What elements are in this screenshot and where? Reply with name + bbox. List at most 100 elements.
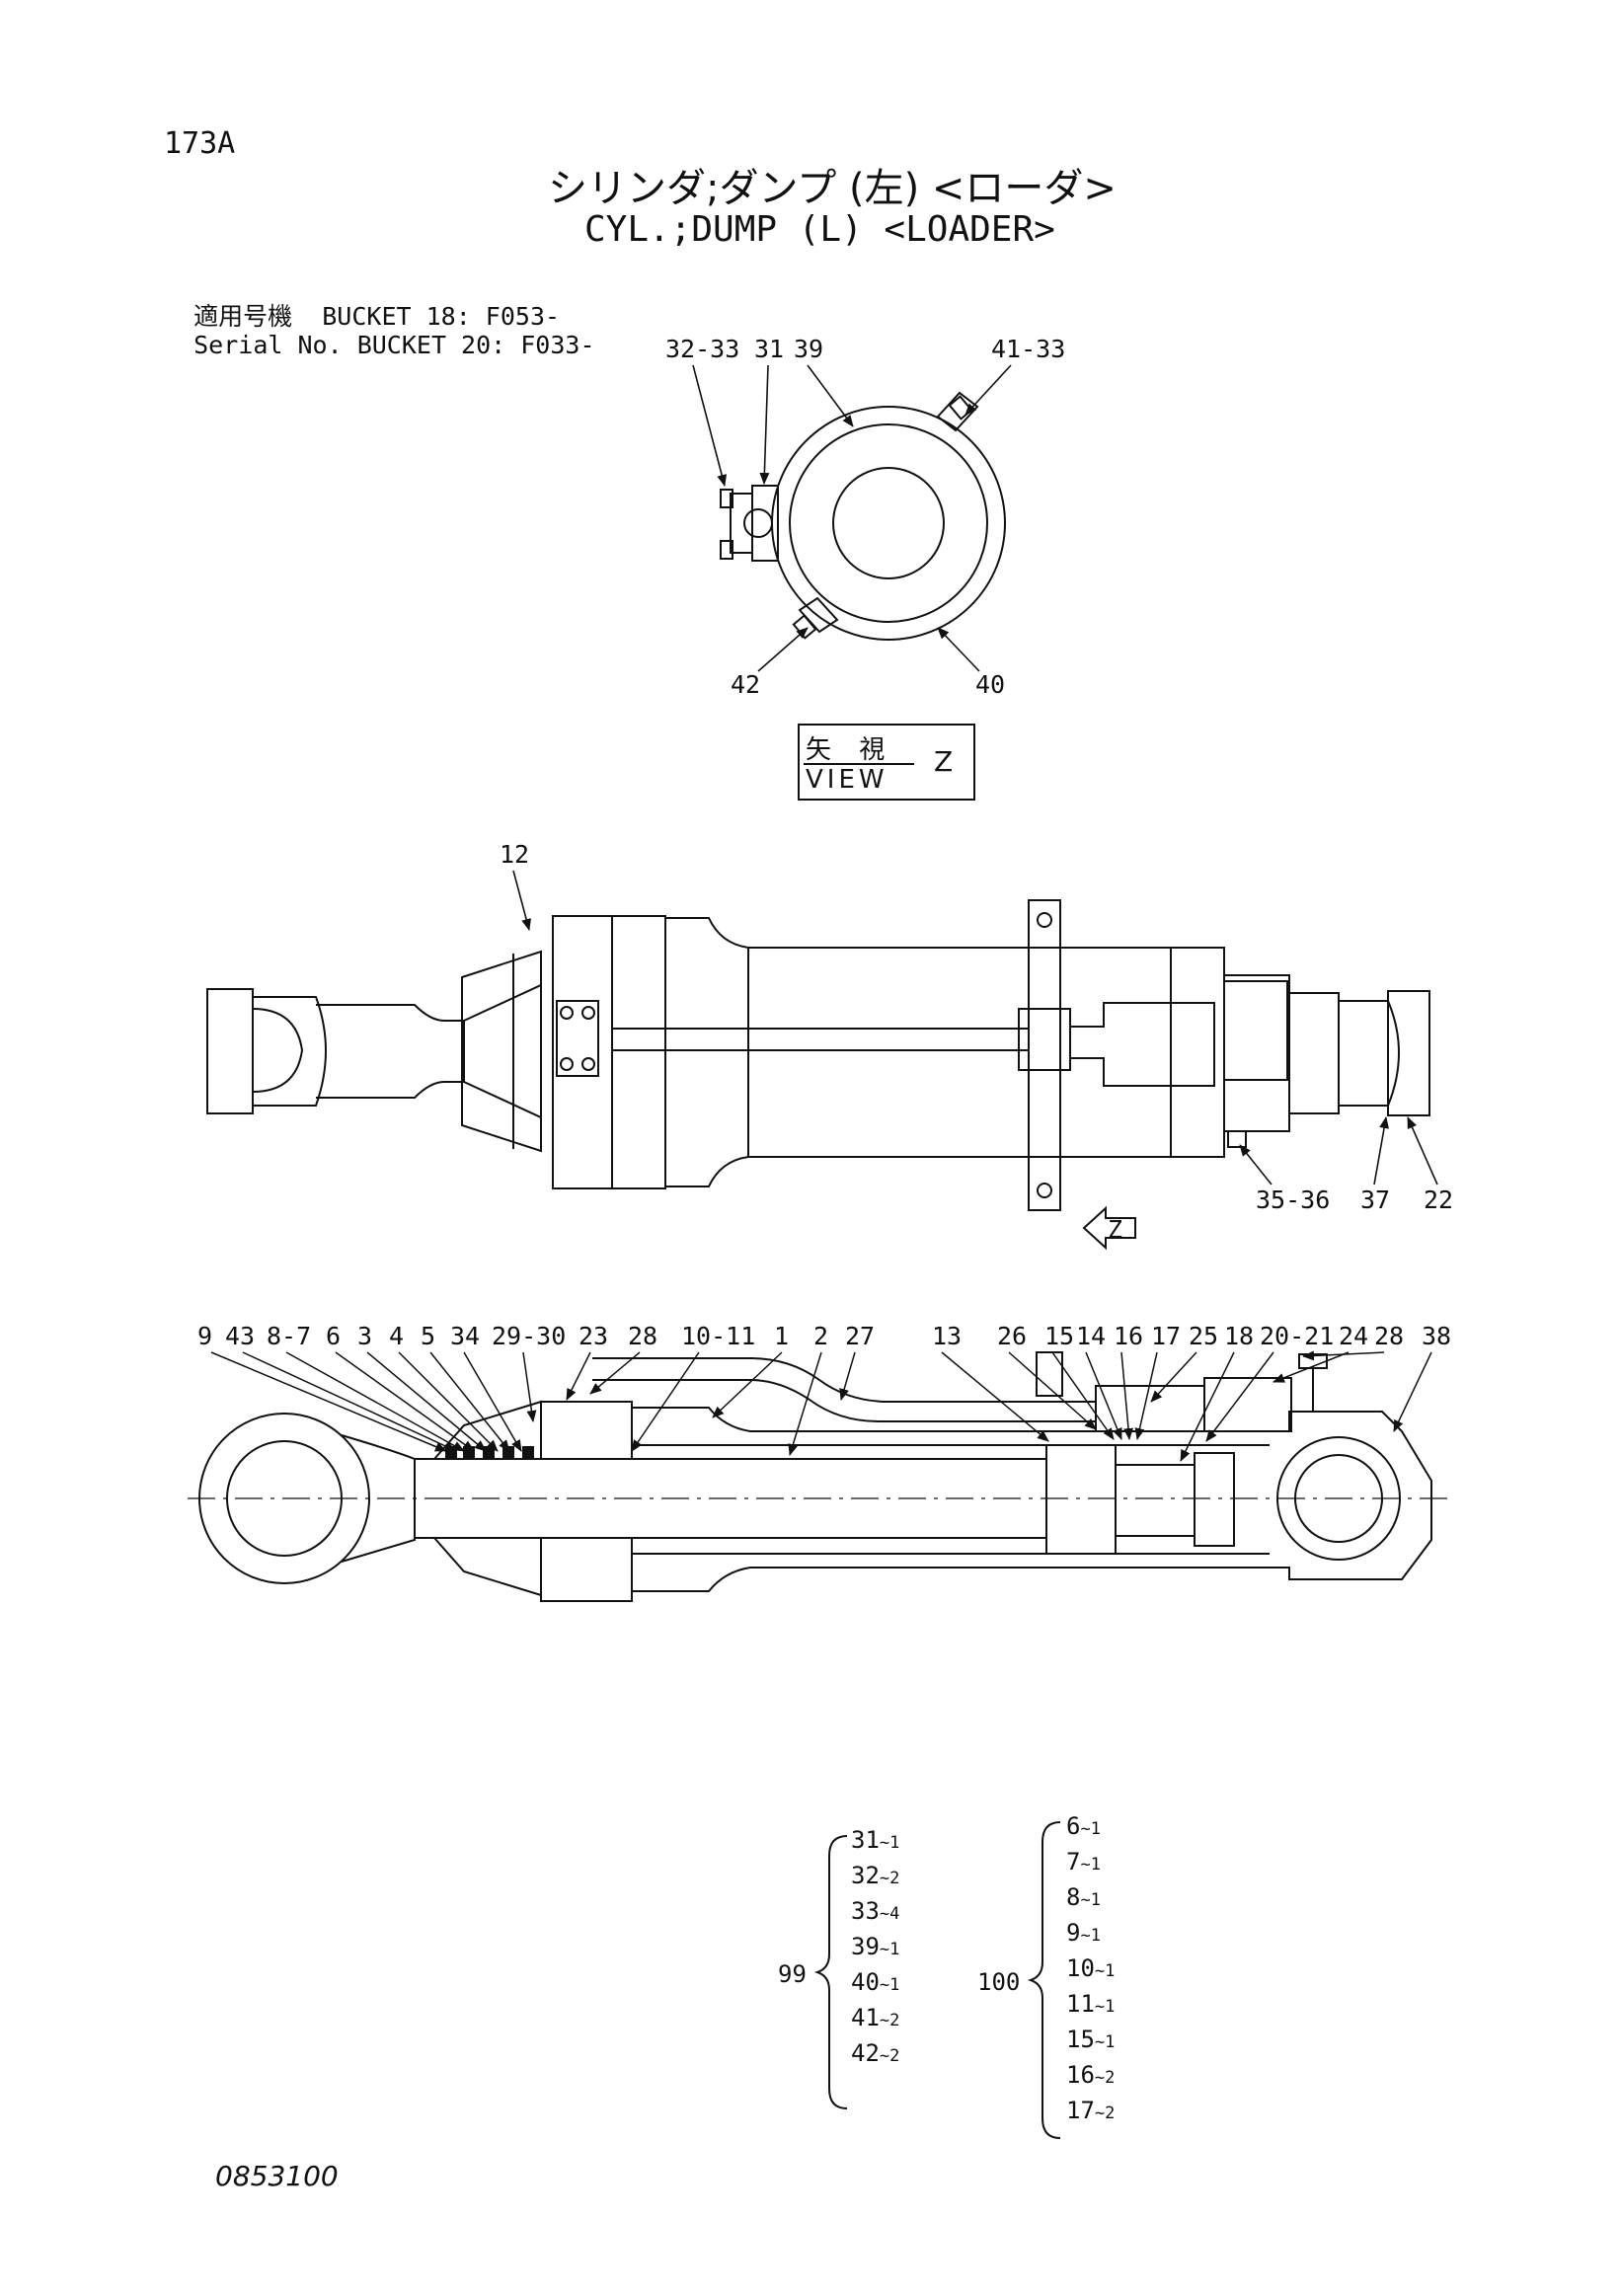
callout-24: 24	[1339, 1322, 1368, 1350]
side-view-callouts: 12 35-36 37 22 Z	[500, 840, 1453, 1251]
end-view-drawing	[720, 391, 1006, 641]
gland-cone	[463, 983, 542, 1119]
side-view-drawing	[206, 899, 1430, 1211]
kit-item: 11~1	[1066, 1990, 1115, 2018]
end-view-port-flange	[730, 493, 752, 554]
kit-item: 42~2	[851, 2039, 899, 2067]
end-view-clamp-top	[936, 391, 979, 432]
end-view-port-block	[751, 485, 779, 562]
callout-5: 5	[421, 1322, 435, 1350]
kit-item: 9~1	[1066, 1919, 1101, 1947]
callout-12: 12	[500, 840, 529, 869]
callout-22: 22	[1424, 1186, 1453, 1214]
callout-13: 13	[932, 1322, 962, 1350]
bottom-eye-pin	[1387, 990, 1430, 1116]
callout-27: 27	[845, 1322, 875, 1350]
callout-34: 34	[450, 1322, 480, 1350]
callout-38: 38	[1422, 1322, 1451, 1350]
serial-row-bucket20: Serial No. BUCKET 20: F033-	[164, 302, 594, 359]
section-pipe-bottom	[592, 1379, 1096, 1422]
cylinder-barrel	[664, 917, 1225, 1187]
callout-16: 16	[1114, 1322, 1143, 1350]
gland-flange	[461, 950, 542, 1153]
callout-39: 39	[794, 335, 823, 363]
section-piston-end	[1194, 1452, 1235, 1547]
head-port-flange	[556, 1000, 599, 1077]
flange-bolt	[581, 1057, 595, 1071]
kit-item: 15~1	[1066, 2026, 1115, 2053]
view-label-jp: 矢 視	[806, 735, 895, 765]
head-block	[552, 915, 666, 1189]
section-view-drawing	[188, 1351, 1451, 1602]
clamp-bolt	[1037, 912, 1052, 928]
title-english: CYL.;DUMP (L) <LOADER>	[584, 209, 1055, 250]
kit-number: 100	[977, 1968, 1020, 1996]
kit-brace	[1027, 1821, 1061, 2139]
end-view-inner-ring	[789, 423, 988, 623]
kit-number: 99	[778, 1960, 807, 1988]
bottom-cap	[1223, 974, 1290, 1132]
kit-item: 17~2	[1066, 2097, 1115, 2124]
kit-item: 6~1	[1066, 1812, 1101, 1840]
kit-item: 31~1	[851, 1826, 899, 1854]
side-view-leaders	[512, 870, 1438, 1186]
flange-bolt	[560, 1006, 574, 1020]
rod-end-body	[253, 996, 327, 1107]
kit-item: 10~1	[1066, 1954, 1115, 1982]
end-view-leaders	[692, 364, 1012, 672]
flange-bolt	[560, 1057, 574, 1071]
callout-14: 14	[1076, 1322, 1106, 1350]
serial-label-jp: 適用号機	[193, 302, 293, 331]
kit-items: 6~1 7~1 8~1 9~1 10~1 11~1 15~1 16~2 17~2	[1066, 1812, 1115, 2124]
section-bottom-cap	[1234, 1411, 1432, 1580]
view-label-en: VIEW	[806, 765, 888, 795]
end-view-clamp-bolt	[792, 614, 817, 640]
rod-end-pin-left	[206, 988, 254, 1114]
rod-eye-inner	[226, 1440, 343, 1557]
rod-eye-outer	[198, 1413, 370, 1584]
callout-28-right: 28	[1374, 1322, 1404, 1350]
end-view-bore	[832, 467, 945, 579]
section-barrel-top	[632, 1407, 1270, 1432]
kit-item: 32~2	[851, 1862, 899, 1889]
view-z-arrow-letter: Z	[1108, 1215, 1122, 1244]
end-view-bolt	[720, 489, 733, 508]
view-letter: Z	[934, 745, 954, 778]
grease-fitting	[1227, 1130, 1247, 1148]
callout-8-7: 8-7	[267, 1322, 311, 1350]
hydraulic-pipe	[611, 1028, 1030, 1051]
callout-35-36: 35-36	[1256, 1186, 1330, 1214]
serial-row-bucket18: 適用号機 BUCKET 18: F053-	[164, 268, 560, 333]
title-japanese: シリンダ;ダンプ (左) <ローダ>	[548, 166, 1117, 211]
serial-label-en: Serial No.	[193, 331, 343, 359]
section-piston-nut	[1115, 1464, 1196, 1537]
part-code: 0853100	[215, 2160, 339, 2192]
view-divider	[804, 763, 914, 765]
callout-43: 43	[225, 1322, 255, 1350]
callout-41-33: 41-33	[991, 335, 1065, 363]
callout-3: 3	[357, 1322, 372, 1350]
callout-28-left: 28	[628, 1322, 657, 1350]
callout-31: 31	[754, 335, 784, 363]
valve-block	[1069, 1002, 1215, 1087]
callout-17: 17	[1151, 1322, 1181, 1350]
bottom-eye	[1339, 1000, 1400, 1107]
seal	[463, 1446, 475, 1460]
callout-32-33: 32-33	[665, 335, 739, 363]
rod-eye-neck	[341, 1434, 416, 1563]
kit-item: 33~4	[851, 1897, 899, 1925]
section-pipe-top	[592, 1357, 1096, 1403]
clamp-bolt	[1037, 1183, 1052, 1198]
kit-list-99: 99 31~1 32~2 33~4 39~1 40~1 41~2 42~2	[778, 1826, 899, 2109]
callout-20-21: 20-21	[1260, 1322, 1334, 1350]
flange-bolt	[581, 1006, 595, 1020]
section-callouts: 9 43 8-7 6 3 4 5 34 29-30 23 28 10-11 1 …	[197, 1322, 1451, 1462]
callout-42: 42	[731, 670, 760, 699]
section-clamp-block	[1036, 1351, 1063, 1397]
seal	[522, 1446, 534, 1460]
rod-end-bushing	[252, 1008, 304, 1093]
callout-37: 37	[1360, 1186, 1390, 1214]
end-view-port-hole	[743, 508, 773, 538]
section-leaders	[210, 1350, 1432, 1462]
